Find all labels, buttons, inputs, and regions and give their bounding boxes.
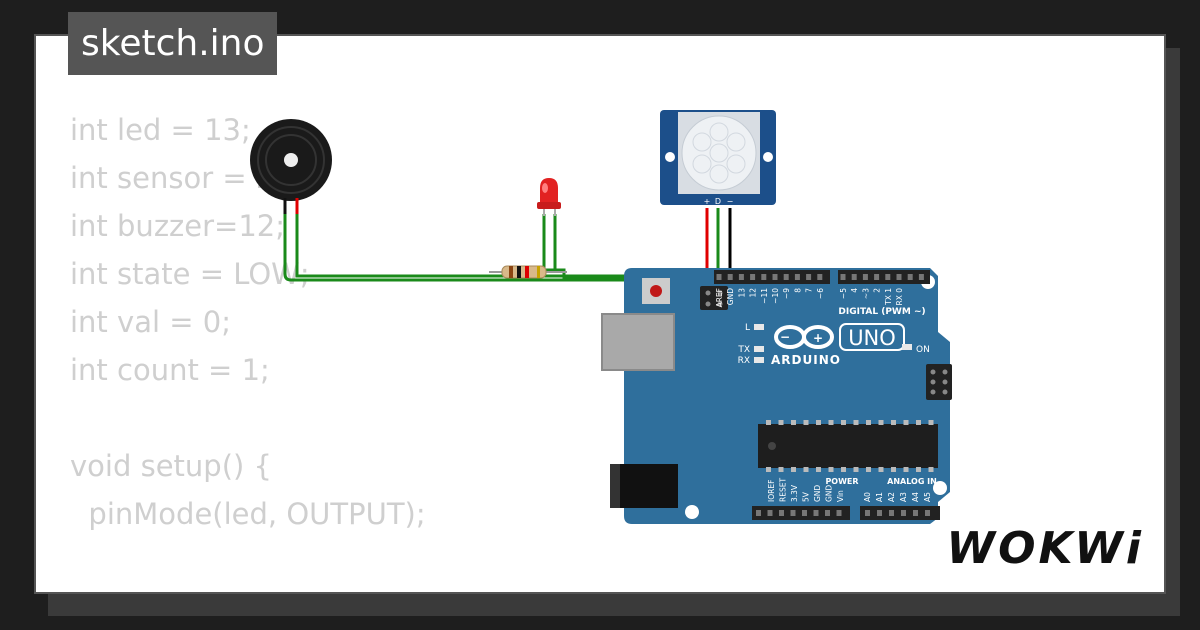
digital-pin-label: ~5: [839, 288, 848, 299]
power-header-label: POWER: [825, 477, 858, 486]
digital-pin-label: TX 1: [884, 288, 893, 306]
digital-header-right: [838, 270, 930, 284]
analog-pin-label: A4: [911, 492, 920, 502]
power-pin-label: Vin: [836, 490, 845, 502]
digital-pin-label: AREF: [715, 288, 724, 307]
digital-pin-label: GND: [726, 288, 735, 305]
digital-pin-label: 8: [793, 288, 802, 293]
code-line: int count = 1;: [70, 353, 270, 387]
wire-buzzer-ground[interactable]: [283, 202, 734, 282]
digital-header-left: [714, 270, 830, 284]
analog-pin-label: A3: [899, 492, 908, 502]
pir-pin-vcc-label: +: [704, 197, 711, 206]
digital-pin-label: 13: [737, 288, 746, 298]
code-line: int led = 13;: [70, 113, 251, 147]
svg-text:−: −: [780, 330, 790, 344]
simulation-canvas[interactable]: int led = 13;int sensor = 2;int buzzer=1…: [34, 34, 1166, 594]
usb-port: [601, 313, 675, 371]
rx-led-label: RX: [738, 356, 750, 366]
power-jack: [610, 464, 678, 508]
pir-pin-gnd-label: −: [727, 197, 734, 206]
power-pin-label: 5V: [802, 491, 811, 502]
svg-text:+: +: [813, 331, 823, 345]
digital-pin-label: 4: [850, 288, 859, 293]
power-pin-label: GND: [825, 485, 834, 502]
rx-led: [754, 357, 764, 363]
analog-pin-label: A5: [923, 492, 932, 502]
icsp-header-right: [926, 364, 952, 400]
wire-buzzer-signal[interactable]: [295, 202, 745, 278]
digital-pin-label: ~11: [760, 288, 769, 304]
power-pin-label: GND: [813, 485, 822, 502]
wokwi-logo: WOKWi: [946, 523, 1144, 574]
power-header: [752, 506, 850, 520]
circuit-diagram: + D −: [250, 110, 952, 524]
digital-pin-label: ~3: [861, 288, 870, 299]
power-pin-label: IOREF: [767, 480, 776, 502]
l-led: [754, 324, 764, 330]
code-line: pinMode(led, OUTPUT);: [70, 497, 426, 531]
analog-header: [860, 506, 940, 520]
digital-pin-label: ~6: [816, 288, 825, 299]
digital-pin-label: 7: [805, 288, 814, 293]
code-line: int buzzer=12;: [70, 209, 285, 243]
pir-pin-data-label: D: [715, 197, 721, 206]
file-tab-sketch[interactable]: sketch.ino: [68, 12, 278, 75]
power-pin-label: 3.3V: [790, 484, 799, 502]
power-pin-label: RESET: [779, 478, 788, 502]
digital-pin-label: ~9: [782, 288, 791, 299]
tx-led: [754, 346, 764, 352]
pir-sensor[interactable]: + D −: [660, 110, 776, 206]
code-editor-background: int led = 13;int sensor = 2;int buzzer=1…: [70, 106, 446, 592]
digital-pin-label: ~10: [771, 288, 780, 304]
digital-pin-label: 12: [749, 288, 758, 298]
analog-pin-label: A0: [863, 492, 872, 502]
arduino-infinity-logo: [774, 325, 834, 349]
analog-pin-label: A2: [887, 492, 896, 502]
buzzer[interactable]: [250, 119, 332, 214]
digital-pin-label: 2: [873, 288, 882, 293]
tx-led-label: TX: [737, 345, 750, 355]
on-led: [902, 344, 912, 350]
resistor[interactable]: [489, 265, 567, 279]
digital-header-label: DIGITAL (PWM ~): [838, 307, 925, 317]
code-line: int val = 0;: [70, 305, 231, 339]
code-line: void setup() {: [70, 449, 272, 483]
analog-pin-label: A1: [875, 492, 884, 502]
analog-header-label: ANALOG IN: [887, 477, 937, 486]
digital-pin-label: RX 0: [895, 288, 904, 306]
on-led-label: ON: [916, 345, 930, 355]
l-led-label: L: [745, 323, 750, 333]
atmega-chip: [758, 424, 938, 468]
uno-model-label: UNO: [848, 326, 896, 350]
led-red[interactable]: [537, 178, 561, 216]
arduino-brand-label: ARDUINO: [771, 353, 841, 367]
